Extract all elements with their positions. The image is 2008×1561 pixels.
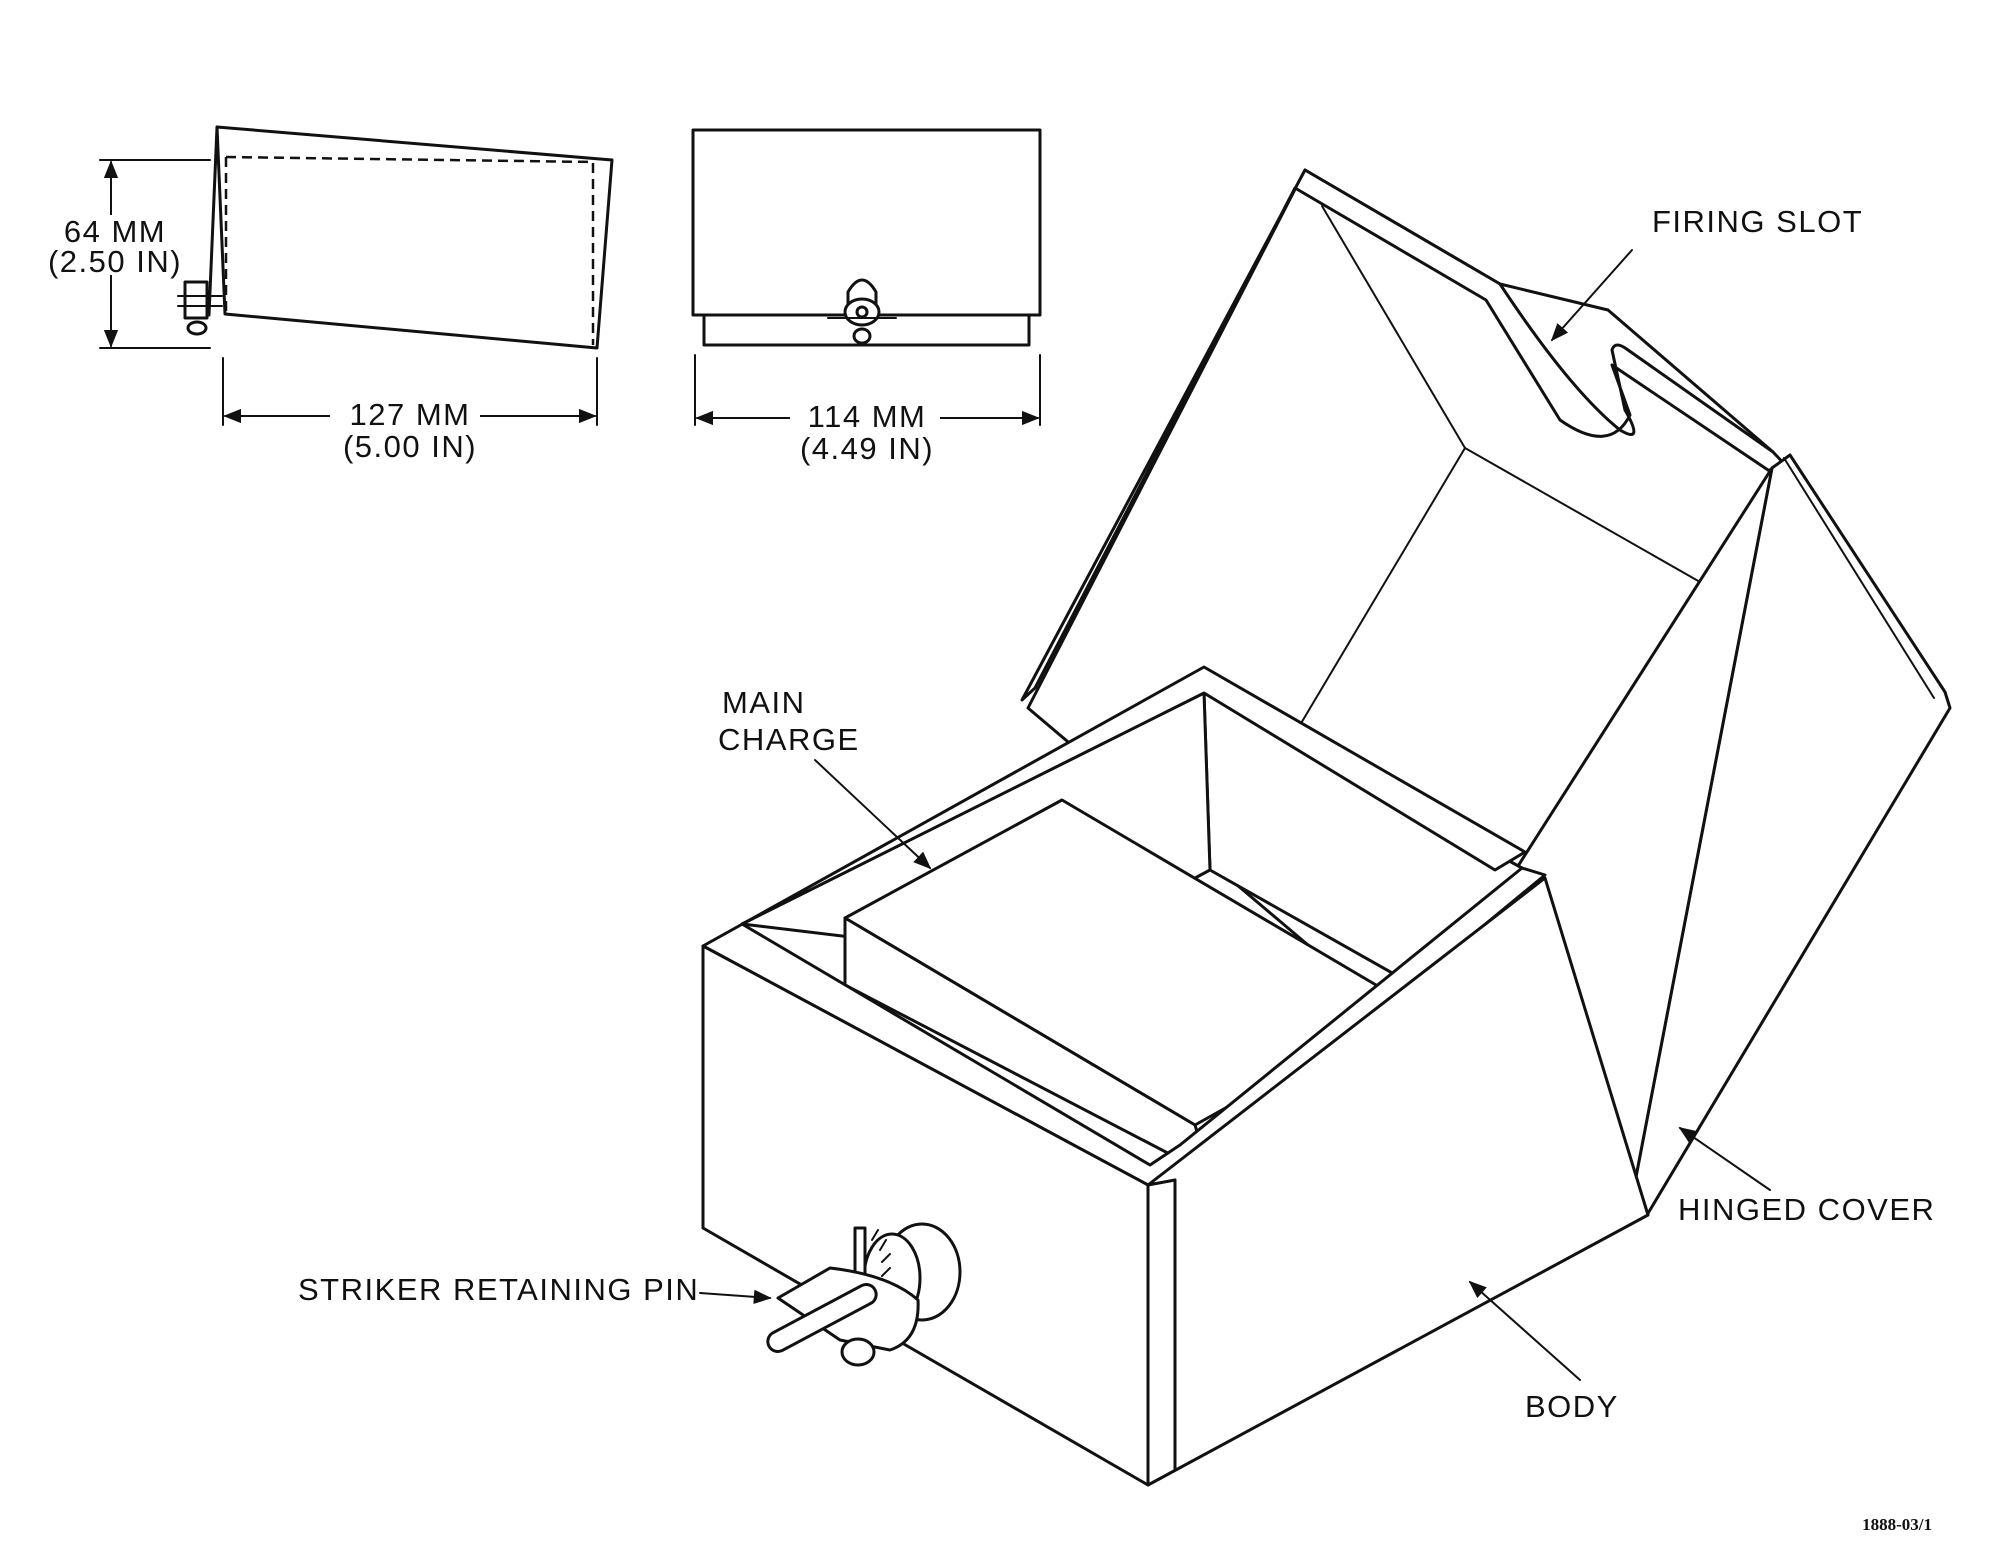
side-latch-icon <box>177 280 223 336</box>
side-height-in: (2.50 IN) <box>48 244 182 279</box>
side-length-in: (5.00 IN) <box>343 429 477 464</box>
main-charge-callout: MAIN CHARGE <box>718 685 932 870</box>
front-width-in: (4.49 IN) <box>800 431 934 466</box>
main-charge-label-line2: CHARGE <box>718 722 860 757</box>
side-length-dimension: 127 MM (5.00 IN) <box>222 357 598 464</box>
hinged-cover-label: HINGED COVER <box>1678 1192 1935 1227</box>
front-width-dimension: 114 MM (4.49 IN) <box>694 354 1041 466</box>
striker-assembly-icon <box>766 1222 962 1367</box>
side-height-mm: 64 MM <box>64 214 166 249</box>
side-length-mm: 127 MM <box>350 397 471 432</box>
hinged-cover-callout: HINGED COVER <box>1678 1126 1935 1227</box>
firing-slot-callout: FIRING SLOT <box>1550 204 1863 342</box>
striker-retaining-pin-callout: STRIKER RETAINING PIN <box>298 1272 772 1307</box>
figure-id: 1888-03/1 <box>1862 1515 1932 1534</box>
front-width-mm: 114 MM <box>808 399 927 434</box>
firing-slot-label: FIRING SLOT <box>1652 204 1863 239</box>
box-interior <box>740 691 1524 1177</box>
body-label: BODY <box>1525 1389 1619 1424</box>
front-view-drawing <box>691 128 1042 347</box>
side-height-dimension: 64 MM (2.50 IN) <box>48 159 211 349</box>
box-body <box>701 876 1650 1487</box>
body-callout: BODY <box>1468 1280 1619 1424</box>
side-view-drawing <box>177 125 614 350</box>
front-latch-icon <box>827 278 897 345</box>
striker-retaining-pin-label: STRIKER RETAINING PIN <box>298 1272 699 1307</box>
main-charge-label-line1: MAIN <box>722 685 806 720</box>
